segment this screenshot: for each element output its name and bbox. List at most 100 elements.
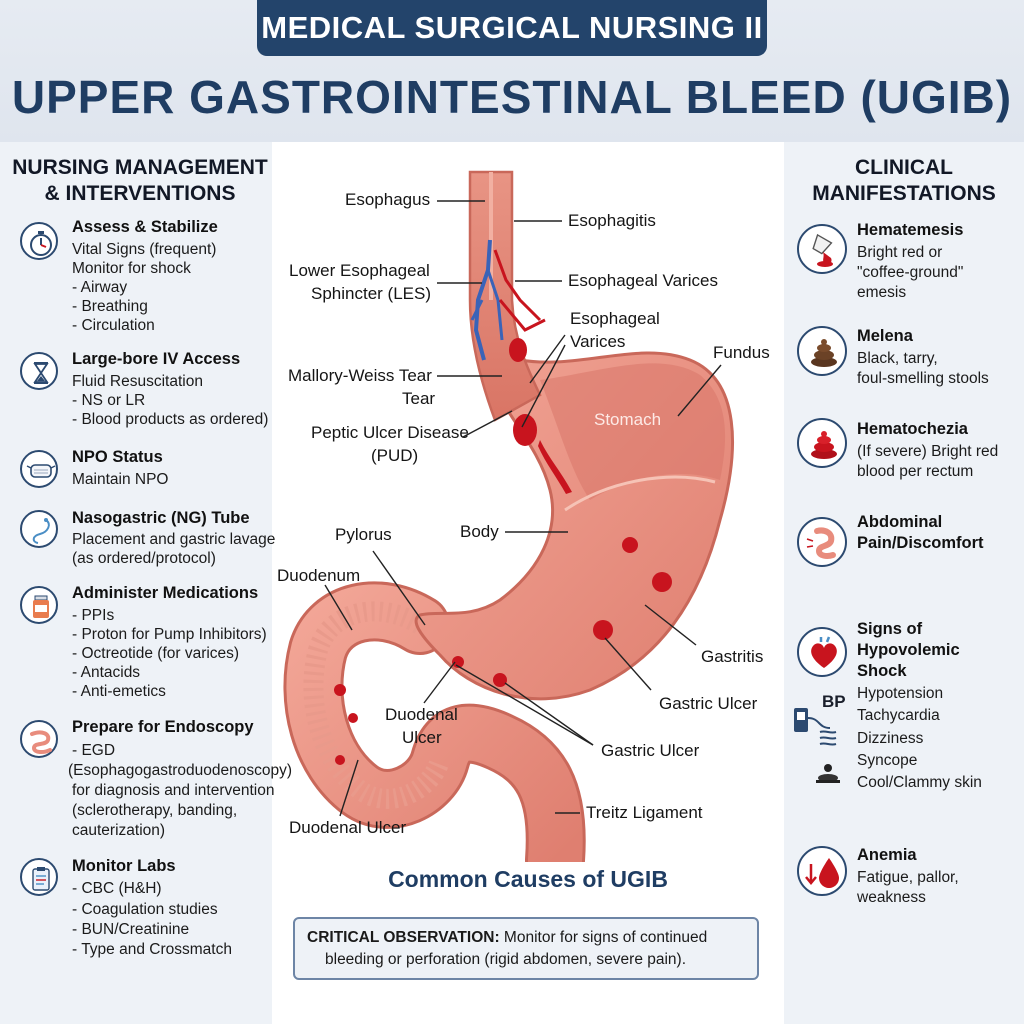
right-heading: CLINICAL MANIFESTATIONS — [784, 155, 1024, 207]
causes-title: Common Causes of UGIB — [388, 866, 668, 892]
ng-line: Placement and gastric lavage — [72, 531, 276, 548]
assess-line: - Airway — [72, 279, 128, 296]
hematemesis-line: "coffee-ground" — [857, 264, 964, 281]
shock-line: Hypotension — [857, 685, 944, 702]
abdominal-pain-title: Abdominal — [857, 513, 943, 531]
hematochezia-line: blood per rectum — [857, 463, 974, 480]
shock-title: Signs of — [857, 620, 923, 638]
clipboard-icon — [20, 858, 58, 896]
label-varices-b2: Varices — [570, 332, 626, 351]
label-duodenal-ulcer-c: Duodenal Ulcer — [289, 818, 407, 837]
mask-icon — [20, 450, 58, 488]
melena-line: Black, tarry, — [857, 350, 938, 367]
label-duodenal-ulcer-1: Duodenal — [385, 705, 458, 724]
stool-icon — [797, 326, 847, 376]
left-heading: NURSING MANAGEMENT & INTERVENTIONS — [8, 155, 272, 207]
abdominal-pain-title: Pain/Discomfort — [857, 534, 984, 552]
labs-title: Monitor Labs — [72, 857, 176, 875]
ng-line: (as ordered/protocol) — [72, 550, 216, 567]
label-duodenal-ulcer-2: Ulcer — [402, 728, 442, 747]
shock-line: Tachycardia — [857, 707, 940, 724]
hematochezia-line: (If severe) Bright red — [857, 443, 999, 460]
leader-lines — [324, 200, 722, 817]
critical-line-1: CRITICAL OBSERVATION: Monitor for signs … — [307, 929, 707, 947]
iv-title: Large-bore IV Access — [72, 350, 241, 368]
label-pud-2: (PUD) — [371, 446, 419, 465]
endoscopy-line: for diagnosis and intervention — [72, 782, 275, 799]
labs-line: - Coagulation studies — [72, 901, 218, 918]
assess-line: - Breathing — [72, 298, 148, 315]
label-gastric-ulcer-a: Gastric Ulcer — [659, 694, 758, 713]
page-title: UPPER GASTROINTESTINAL BLEED (UGIB) — [11, 71, 1013, 123]
medication-bottle-icon — [20, 586, 58, 624]
label-tear: Tear — [402, 389, 436, 408]
heart-icon — [797, 627, 847, 677]
anemia-line: weakness — [857, 889, 926, 906]
endoscopy-line: (sclerotherapy, banding, — [72, 802, 238, 819]
hematochezia-title: Hematochezia — [857, 420, 968, 438]
right-heading-line1: CLINICAL — [855, 156, 953, 179]
ng-title: Nasogastric (NG) Tube — [72, 509, 250, 527]
shock-title: Hypovolemic — [857, 641, 960, 659]
label-treitz: Treitz Ligament — [586, 803, 703, 822]
anemia-line: Fatigue, pallor, — [857, 869, 959, 886]
labs-line: - CBC (H&H) — [72, 880, 162, 897]
assess-line: - Circulation — [72, 317, 155, 334]
label-gastric-ulcer-b: Gastric Ulcer — [601, 741, 700, 760]
label-pud-1: Peptic Ulcer Disease — [311, 423, 469, 442]
assess-line: Vital Signs (frequent) — [72, 241, 217, 258]
red-stool-icon — [797, 418, 847, 468]
bp-label: BP — [822, 692, 846, 711]
endoscopy-line: (Esophagogastroduodenoscopy) — [68, 762, 293, 779]
label-fundus: Fundus — [713, 343, 770, 362]
label-mallory-weiss: Mallory-Weiss Tear — [288, 366, 432, 385]
iv-line: Fluid Resuscitation — [72, 373, 203, 390]
critical-label: CRITICAL OBSERVATION: — [307, 929, 500, 946]
melena-line: foul-smelling stools — [857, 370, 989, 387]
label-varices-b1: Esophageal — [570, 309, 660, 328]
left-heading-line1: NURSING MANAGEMENT — [12, 156, 268, 179]
assess-title: Assess & Stabilize — [72, 218, 218, 236]
meds-line: - Octreotide (for varices) — [72, 645, 240, 662]
meds-line: - Anti-emetics — [72, 683, 166, 700]
left-heading-line2: & INTERVENTIONS — [44, 182, 236, 205]
endoscopy-line: - EGD — [72, 742, 116, 759]
bleeding-spots — [334, 338, 672, 765]
vomit-cup-icon — [797, 224, 847, 274]
meds-line: - Proton for Pump Inhibitors) — [72, 626, 267, 643]
labs-line: - BUN/Creatinine — [72, 921, 190, 938]
iv-line: - Blood products as ordered) — [72, 411, 269, 428]
shock-line: Cool/Clammy skin — [857, 774, 982, 791]
label-pylorus: Pylorus — [335, 525, 392, 544]
shock-line: Dizziness — [857, 730, 924, 747]
hourglass-icon — [20, 352, 58, 390]
critical-line-2: bleeding or perforation (rigid abdomen, … — [325, 951, 687, 968]
stopwatch-icon — [20, 222, 58, 260]
label-gastritis: Gastritis — [701, 647, 764, 666]
meds-title: Administer Medications — [72, 584, 259, 602]
label-les-1: Lower Esophageal — [289, 261, 430, 280]
iv-line: - NS or LR — [72, 392, 146, 409]
shock-title: Shock — [857, 662, 907, 680]
hematemesis-line: Bright red or — [857, 244, 943, 261]
gi-tract-diagram — [283, 170, 734, 862]
label-esophagus: Esophagus — [345, 190, 431, 209]
critical-observation-box — [293, 917, 759, 980]
label-les-2: Sphincter (LES) — [311, 284, 431, 303]
melena-title: Melena — [857, 327, 913, 345]
bp-cuff-icon — [794, 708, 840, 783]
meds-line: - PPIs — [72, 607, 115, 624]
label-stomach: Stomach — [594, 410, 662, 429]
abdomen-icon — [797, 517, 847, 567]
meds-line: - Antacids — [72, 664, 141, 681]
hematemesis-title: Hematemesis — [857, 221, 964, 239]
npo-title: NPO Status — [72, 448, 163, 466]
tube-icon — [20, 510, 58, 548]
course-title: MEDICAL SURGICAL NURSING II — [257, 0, 767, 56]
endoscopy-line: cauterization) — [72, 822, 166, 839]
blood-drop-icon — [797, 846, 847, 896]
labs-line: - Type and Crossmatch — [72, 941, 232, 958]
shock-line: Syncope — [857, 752, 918, 769]
right-heading-line2: MANIFESTATIONS — [812, 182, 996, 205]
anemia-title: Anemia — [857, 846, 917, 864]
